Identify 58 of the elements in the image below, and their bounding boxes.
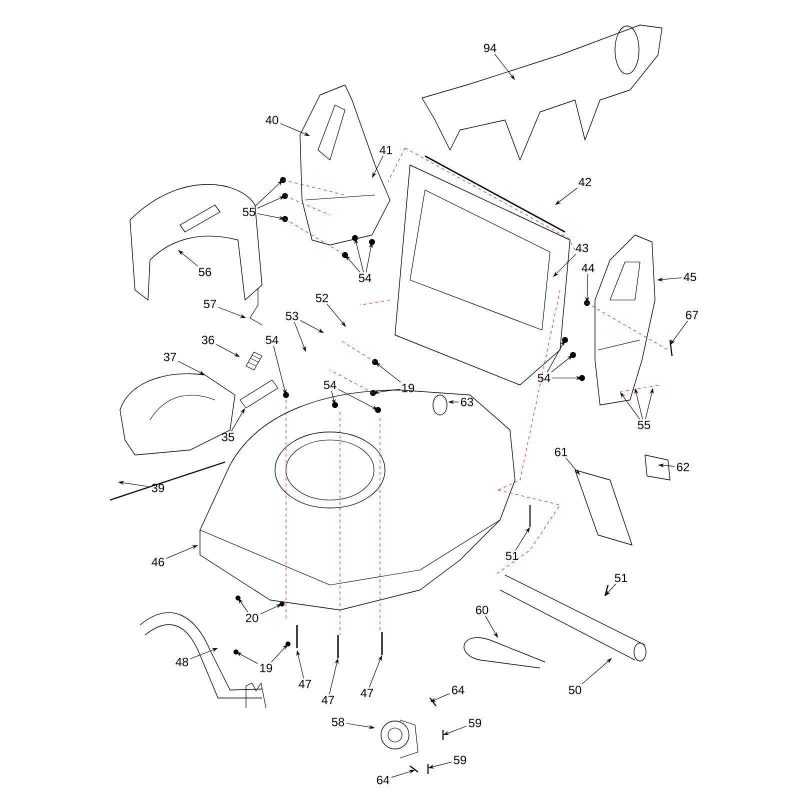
callout-number: 61 — [554, 448, 568, 456]
callout-number: 44 — [582, 264, 594, 272]
callout-number: 54 — [358, 274, 372, 282]
callout-number: 55 — [242, 208, 256, 216]
callout-number: 67 — [686, 310, 698, 320]
callout-number: 50 — [568, 686, 582, 694]
callout-number: 54 — [538, 374, 550, 382]
callout-number: 45 — [684, 272, 696, 282]
callout-number: 39 — [152, 484, 164, 492]
callout-number: 53 — [286, 312, 298, 320]
callout-number: 55 — [638, 420, 650, 430]
leader-line — [605, 584, 616, 596]
callout-number: 52 — [316, 294, 328, 302]
callout-number: 40 — [266, 116, 278, 124]
leader-line — [670, 320, 688, 345]
callout-number: 64 — [452, 686, 464, 694]
leader-line — [254, 180, 283, 206]
callout-number: 19 — [402, 384, 414, 392]
callout-number: 60 — [476, 606, 488, 614]
callout-number: 42 — [578, 178, 592, 186]
callout-number: 46 — [152, 558, 164, 566]
callout-number: 37 — [164, 352, 176, 362]
callout-number: 64 — [376, 776, 390, 784]
callout-number: 57 — [204, 300, 216, 308]
leader-line — [375, 362, 401, 382]
callout-number: 58 — [332, 718, 344, 726]
callout-number: 48 — [176, 658, 188, 666]
callout-number: 20 — [246, 614, 258, 622]
callout-number: 62 — [676, 462, 690, 472]
leader-line — [553, 254, 576, 277]
leader-line — [494, 54, 515, 80]
leader-line — [620, 392, 640, 420]
callout-number: 36 — [202, 336, 214, 344]
callout-number: 63 — [460, 398, 474, 406]
callout-number: 51 — [506, 552, 518, 560]
leader-line — [178, 250, 198, 266]
leader-line — [271, 644, 288, 662]
callout-number: 19 — [260, 664, 272, 672]
leader-line — [238, 598, 248, 612]
callout-number: 54 — [324, 380, 336, 390]
leader-line — [551, 355, 573, 372]
leader-line — [582, 658, 612, 684]
callout-number: 47 — [360, 688, 374, 698]
leader-line — [566, 458, 580, 475]
callout-number: 47 — [322, 696, 334, 704]
callout-number: 94 — [484, 44, 496, 52]
callout-number: 54 — [266, 336, 278, 344]
leader-line — [555, 188, 578, 205]
callout-number: 56 — [198, 268, 212, 276]
callout-number: 43 — [576, 244, 588, 252]
leader-line — [326, 304, 346, 327]
callout-number: 59 — [468, 718, 482, 728]
callout-number: 47 — [298, 680, 312, 688]
callout-number: 41 — [380, 146, 392, 154]
leader-line — [345, 255, 360, 272]
callout-number: 51 — [614, 574, 628, 582]
callout-number: 35 — [222, 432, 234, 442]
callout-number: 59 — [454, 756, 466, 764]
